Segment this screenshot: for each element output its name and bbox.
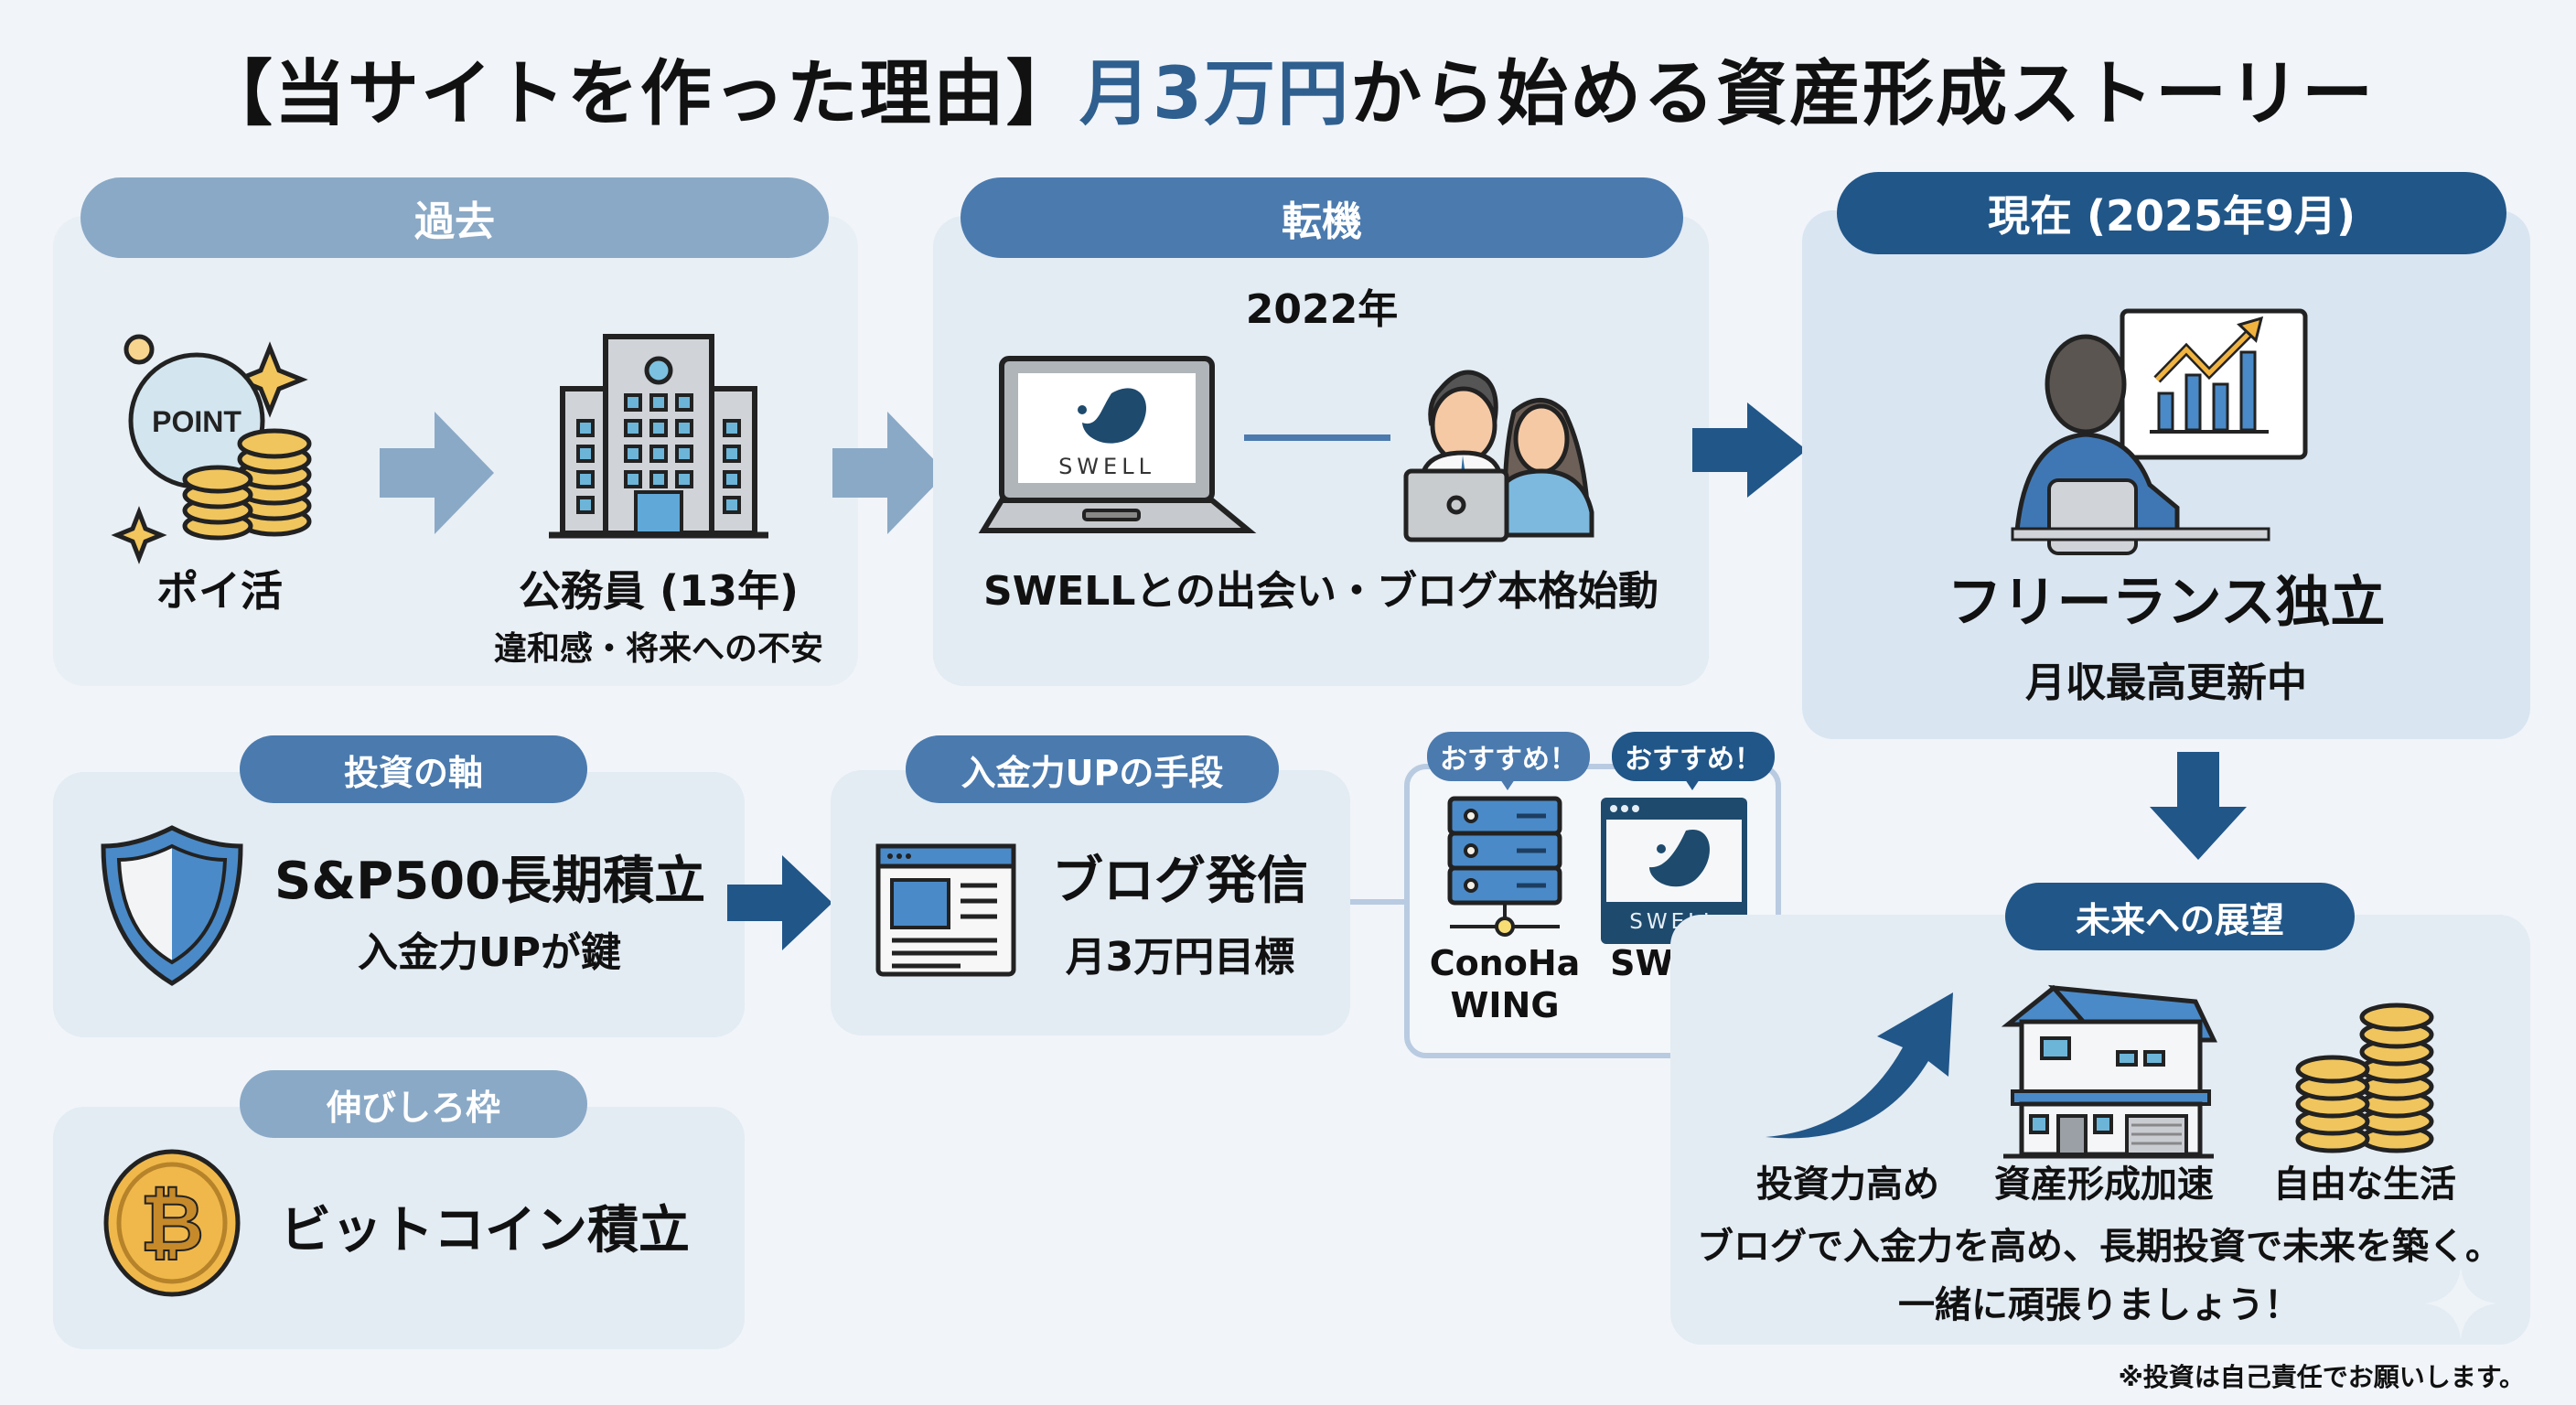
turning-point-header: 転機: [961, 177, 1683, 258]
badge-pointer: [1500, 779, 1515, 790]
past-item2-label: 公務員 (13年): [518, 566, 800, 616]
recommend-badge-swell: おすすめ！: [1612, 732, 1775, 781]
shield-icon: [101, 825, 243, 986]
badge-pointer: [1685, 779, 1700, 790]
investment-axis-sub: 入金力UPが鍵: [358, 929, 621, 976]
people-with-laptop-icon: [1403, 370, 1594, 542]
recommend-conoha-line1: ConoHa: [1429, 943, 1581, 983]
bitcoin-icon: ₿: [103, 1149, 241, 1297]
present-label: フリーランス独立: [1947, 571, 2386, 635]
freelancer-chart-icon: [2011, 308, 2308, 555]
arrow-down-icon: [2150, 752, 2247, 860]
house-icon: [2001, 984, 2217, 1159]
arrow-right-icon: [832, 412, 947, 534]
deposit-means-label: ブログ発信: [1052, 852, 1308, 911]
title-accent: 月3万円: [1079, 53, 1351, 135]
deposit-means-sub: 月3万円目標: [1065, 934, 1295, 981]
recommend-conoha-name: ConoHa WING: [1422, 942, 1587, 1026]
turning-point-label: SWELLとの出会い・ブログ本格始動: [983, 568, 1658, 615]
sparkle-icon: [2424, 1267, 2497, 1340]
turning-point-year: 2022年: [1245, 286, 1399, 333]
recommend-conoha-line2: WING: [1450, 985, 1560, 1025]
investment-axis-label: S&P500長期積立: [274, 852, 706, 911]
present-header: 現在 (2025年9月): [1837, 172, 2506, 254]
svg-text:₿: ₿: [140, 1178, 204, 1270]
rising-arrow-icon: [1766, 992, 1953, 1139]
point-badge-text: POINT: [152, 405, 242, 438]
deposit-means-header: 入金力UPの手段: [906, 735, 1279, 803]
arrow-right-icon: [1692, 402, 1807, 498]
title-prefix: 【当サイトを作った理由】: [200, 53, 1079, 135]
point-coins-icon: POINT: [111, 334, 312, 564]
connector-line: [1244, 434, 1390, 441]
laptop-logo-text: SWELL: [1058, 454, 1155, 479]
recommend-badge-conoha: おすすめ！: [1427, 732, 1590, 781]
swell-laptop-icon: SWELL: [978, 356, 1257, 533]
arrow-right-icon: [727, 855, 832, 950]
page-title: 【当サイトを作った理由】月3万円から始める資産形成ストーリー: [0, 37, 2576, 139]
future-item-label: 投資力高め: [1756, 1164, 1939, 1206]
coin-stack-icon: [2295, 1003, 2434, 1153]
future-item-label: 資産形成加速: [1994, 1164, 2214, 1206]
disclaimer: ※投資は自己責任でお願いします。: [2118, 1362, 2525, 1392]
growth-slot-header: 伸びしろ枠: [240, 1070, 587, 1138]
present-panel: [1802, 210, 2530, 739]
future-header: 未来への展望: [2005, 883, 2355, 950]
server-icon: [1447, 796, 1562, 937]
present-sub: 月収最高更新中: [2025, 660, 2307, 706]
connector-line: [1350, 899, 1405, 905]
title-suffix: から始める資産形成ストーリー: [1350, 53, 2376, 135]
arrow-right-icon: [380, 412, 494, 534]
future-message-line2: 一緒に頑張りましょう！: [1898, 1284, 2301, 1326]
future-item-label: 自由な生活: [2273, 1164, 2456, 1206]
past-header: 過去: [80, 177, 829, 258]
past-item2-sub: 違和感・将来への不安: [493, 630, 823, 668]
blog-page-icon: [875, 843, 1016, 977]
future-message-line1: ブログで入金力を高め、長期投資で未来を築く。: [1697, 1226, 2502, 1268]
growth-slot-label: ビットコイン積立: [280, 1201, 690, 1260]
investment-axis-header: 投資の軸: [240, 735, 587, 803]
office-building-icon: [549, 334, 768, 539]
past-item1-label: ポイ活: [156, 566, 283, 616]
